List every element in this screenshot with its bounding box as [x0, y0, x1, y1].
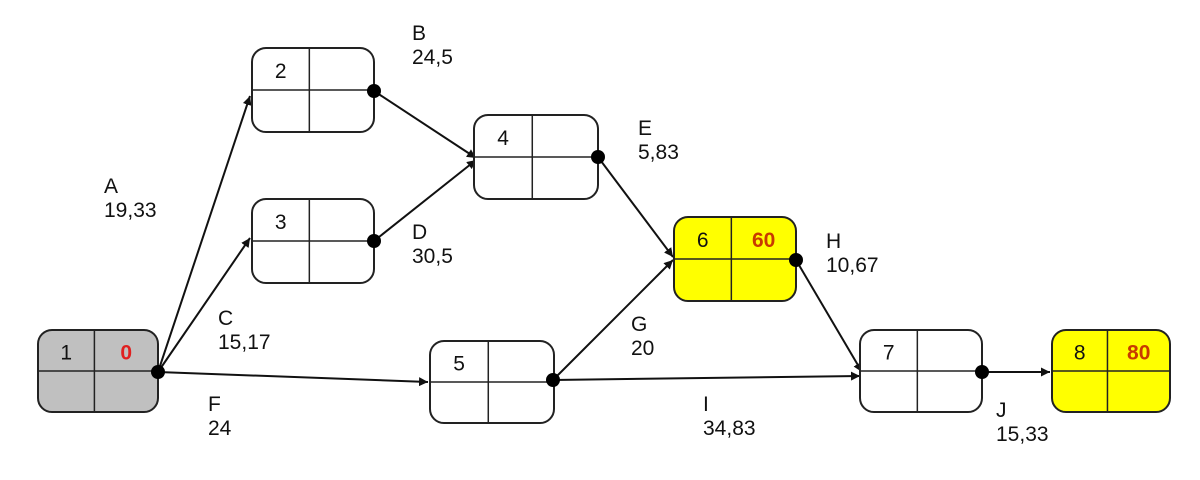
activity-g-name: G	[631, 313, 647, 336]
dots-layer	[151, 84, 989, 387]
activity-c-duration: 15,17	[218, 331, 271, 354]
node-5-label: 5	[453, 353, 465, 376]
node-4: 4	[473, 114, 599, 200]
activity-d-name: D	[412, 221, 427, 244]
node-1-value: 0	[120, 342, 132, 365]
activity-a-name: A	[104, 175, 118, 198]
activity-e-duration: 5,83	[638, 141, 679, 164]
node-1-output-dot	[151, 365, 165, 379]
node-4-label: 4	[497, 127, 509, 150]
node-3-label: 3	[275, 211, 287, 234]
node-1-label: 1	[60, 342, 72, 365]
edge-d-arrow	[373, 159, 477, 242]
activity-g-duration: 20	[631, 337, 654, 360]
labels-layer: A19,33B24,5C15,17D30,5E5,83F24G20H10,67I…	[104, 22, 1049, 446]
edge-h-arrow	[795, 259, 863, 373]
activity-e-name: E	[638, 117, 652, 140]
edge-e-arrow	[597, 156, 674, 258]
activity-i-duration: 34,83	[703, 417, 756, 440]
node-7-output-dot	[975, 365, 989, 379]
activity-j-name: J	[996, 399, 1007, 422]
node-8: 8 80	[1051, 329, 1171, 413]
edge-g-arrow	[552, 259, 674, 381]
node-5: 5	[429, 340, 555, 424]
node-5-output-dot	[546, 373, 560, 387]
node-8-label: 8	[1074, 342, 1086, 365]
node-6: 6 60	[673, 216, 797, 302]
edge-f-arrow	[157, 371, 429, 387]
activity-f-name: F	[208, 393, 221, 416]
activity-i-name: I	[703, 393, 709, 416]
activity-a-duration: 19,33	[104, 199, 157, 222]
node-7-label: 7	[883, 342, 895, 365]
activity-c-name: C	[218, 307, 233, 330]
activity-h-name: H	[826, 230, 841, 253]
node-3-output-dot	[367, 234, 381, 248]
node-6-output-dot	[789, 253, 803, 267]
node-8-value: 80	[1127, 342, 1150, 365]
node-2: 2	[251, 47, 375, 133]
edge-i-arrow	[552, 371, 861, 381]
activity-j-duration: 15,33	[996, 423, 1049, 446]
activity-h-duration: 10,67	[826, 254, 879, 277]
edges-layer	[157, 90, 1050, 387]
node-3: 3	[251, 198, 375, 284]
node-2-output-dot	[367, 84, 381, 98]
edge-b-arrow	[373, 90, 477, 159]
activity-d-duration: 30,5	[412, 245, 453, 268]
node-6-value: 60	[752, 229, 775, 252]
activity-b-duration: 24,5	[412, 46, 453, 69]
edge-a-arrow	[157, 95, 252, 373]
node-2-label: 2	[275, 60, 287, 83]
activity-b-name: B	[412, 22, 426, 45]
node-7: 7	[859, 329, 983, 413]
node-4-output-dot	[591, 150, 605, 164]
edge-c-arrow	[157, 237, 251, 373]
node-6-label: 6	[697, 229, 709, 252]
activity-f-duration: 24	[208, 417, 232, 440]
